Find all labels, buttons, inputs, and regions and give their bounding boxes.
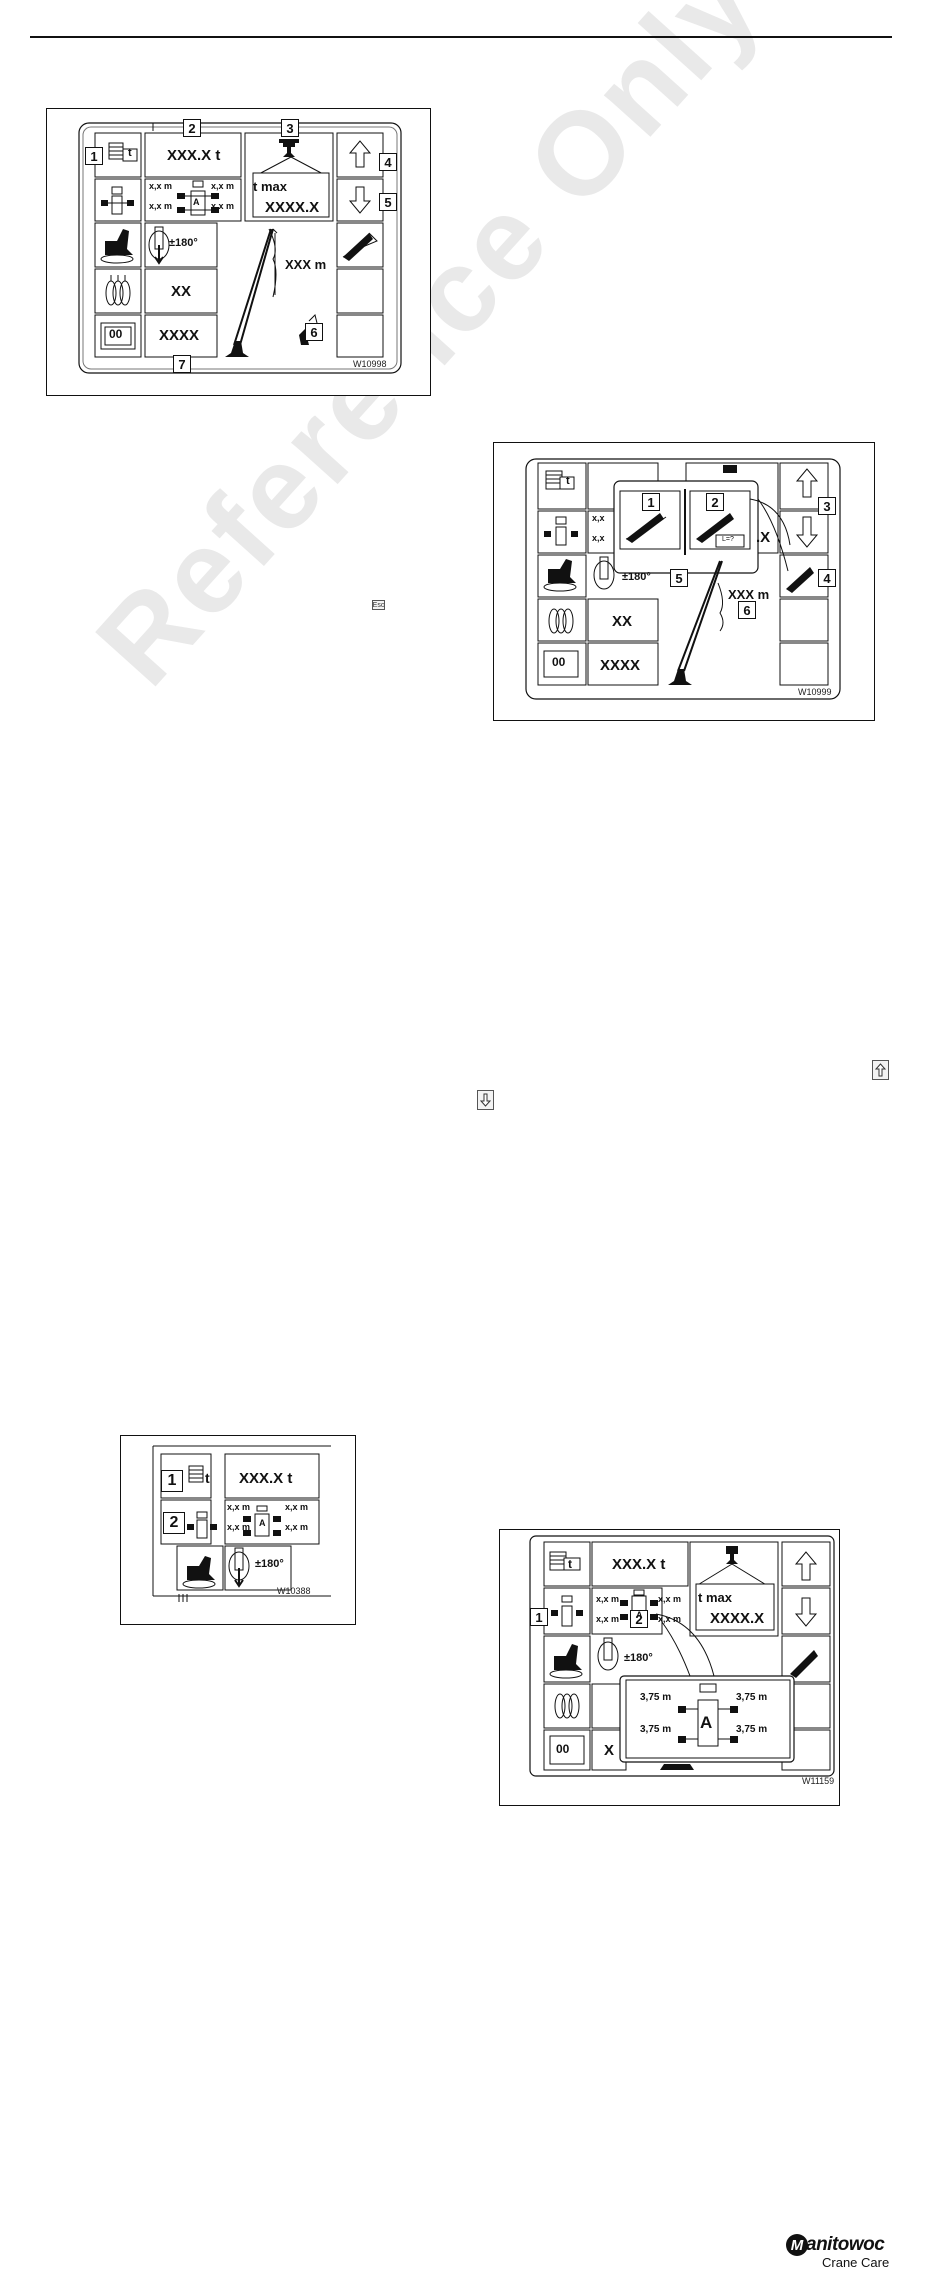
logo-mark: M: [786, 2234, 808, 2256]
figure-4-drawing: [529, 1535, 835, 1777]
figure3-t-icon: t: [205, 1470, 210, 1486]
figure-1-drawing: [78, 122, 402, 374]
figure3-outrigger-br: x,x m: [285, 1522, 309, 1532]
figure4-zoom-tr: 3,75 m: [736, 1692, 768, 1703]
figure4-tmax-label: t max: [698, 1590, 732, 1605]
figure1-load-value: XXX.X t: [167, 147, 221, 164]
figure4-counter: 00: [556, 1742, 570, 1756]
figure2-code: W10999: [798, 687, 832, 697]
figure4-outrigger-tl: x,x m: [596, 1594, 620, 1604]
figure1-counter: 00: [109, 327, 123, 341]
figure1-slew-angle: ±180°: [169, 237, 198, 249]
figure3-outrigger-bl: x,x m: [227, 1522, 251, 1532]
figure3-callout-1: 1: [161, 1470, 183, 1492]
figure2-callout-2: 2: [706, 493, 724, 511]
figure-main-display: 1 2 3 4 5 6 7 t XXX.X t x,x m x,x m x,x …: [46, 108, 431, 396]
figure1-tmax-value: XXXX.X: [265, 199, 320, 216]
header-rule: [30, 36, 892, 38]
figure2-slew-angle: ±180°: [622, 571, 651, 583]
figure2-callout-3: 3: [818, 497, 836, 515]
figure4-zoom-bl: 3,75 m: [640, 1724, 672, 1735]
logo-subtitle: Crane Care: [822, 2255, 890, 2270]
figure3-load-value: XXX.X t: [239, 1470, 293, 1487]
figure1-outrigger-letter: A: [193, 197, 200, 207]
figure4-tmax-value: XXXX.X: [710, 1610, 765, 1627]
figure1-code-value: XXXX: [159, 327, 200, 344]
figure4-t-icon: t: [568, 1557, 572, 1571]
figure1-callout-7: 7: [173, 355, 191, 373]
figure2-callout-6: 6: [738, 601, 756, 619]
figure4-load-value: XXX.X t: [612, 1556, 666, 1573]
figure1-callout-1: 1: [85, 147, 103, 165]
figure4-outrigger-tr: x,x m: [658, 1594, 682, 1604]
figure3-callout-2: 2: [163, 1512, 185, 1534]
figure1-reeving: XX: [171, 283, 192, 300]
figure3-outrigger-letter: A: [259, 1518, 266, 1528]
figure2-callout-4: 4: [818, 569, 836, 587]
figure2-radius: XXX m: [728, 587, 770, 602]
figure2-callout-5: 5: [670, 569, 688, 587]
figure3-outrigger-tr: x,x m: [285, 1502, 309, 1512]
figure4-callout-1: 1: [530, 1608, 548, 1626]
figure1-code: W10998: [353, 359, 387, 369]
figure2-tmax-partial: .X: [756, 529, 771, 546]
figure3-code: W10388: [277, 1586, 311, 1596]
figure1-outrigger-tr: x,x m: [211, 181, 235, 191]
figure3-slew-angle: ±180°: [255, 1558, 284, 1570]
figure-outrigger-zoom-display: 1 2 t XXX.X t t max XXXX.X x,x m x,x m x…: [499, 1529, 840, 1806]
figure1-outrigger-bl: x,x m: [149, 201, 173, 211]
figure2-outrigger-bottom: x,x: [592, 533, 605, 543]
down-arrow-key-icon: [477, 1090, 494, 1110]
figure4-zoom-tl: 3,75 m: [640, 1692, 672, 1703]
figure4-outrigger-bl: x,x m: [596, 1614, 620, 1624]
figure1-callout-4: 4: [379, 153, 397, 171]
up-arrow-glyph: [875, 1063, 886, 1077]
down-arrow-glyph: [480, 1093, 491, 1107]
figure1-callout-3: 3: [281, 119, 299, 137]
figure1-callout-5: 5: [379, 193, 397, 211]
figure-boom-selection-display: 1 2 3 4 5 6 t x,x x,x .X ±180° XXX m XX …: [493, 442, 875, 721]
manitowoc-logo: M anitowoc Crane Care: [786, 2232, 896, 2274]
figure-detail-display: 1 2 t XXX.X t x,x m x,x m x,x m x,x m A …: [120, 1435, 356, 1625]
figure2-t-icon: t: [566, 475, 570, 487]
up-arrow-key-icon: [872, 1060, 889, 1080]
figure4-outrigger-br: x,x m: [658, 1614, 682, 1624]
figure4-slew-angle: ±180°: [624, 1652, 653, 1664]
esc-key-icon: Esc: [372, 600, 385, 610]
figure3-outrigger-tl: x,x m: [227, 1502, 251, 1512]
figure1-radius: XXX m: [285, 257, 327, 272]
figure1-outrigger-br: x,x m: [211, 201, 235, 211]
figure1-callout-2: 2: [183, 119, 201, 137]
logo-name: anitowoc: [806, 2234, 885, 2255]
figure1-outrigger-tl: x,x m: [149, 181, 173, 191]
figure2-callout-1: 1: [642, 493, 660, 511]
figure2-counter: 00: [552, 655, 566, 669]
figure1-tmax-label: t max: [253, 179, 287, 194]
figure1-callout-6: 6: [305, 323, 323, 341]
figure4-zoom-br: 3,75 m: [736, 1724, 768, 1735]
figure4-partial-code: X: [604, 1742, 615, 1759]
figure4-outrigger-letter: A: [636, 1610, 643, 1620]
figure4-zoom-letter: A: [700, 1713, 713, 1732]
figure4-code: W11159: [802, 1776, 835, 1786]
figure1-t-icon: t: [128, 147, 132, 159]
figure2-outrigger-top: x,x: [592, 513, 605, 523]
figure2-code-value: XXXX: [600, 657, 641, 674]
figure2-reeving: XX: [612, 613, 633, 630]
figure2-sensor-label: L=?: [722, 536, 734, 543]
